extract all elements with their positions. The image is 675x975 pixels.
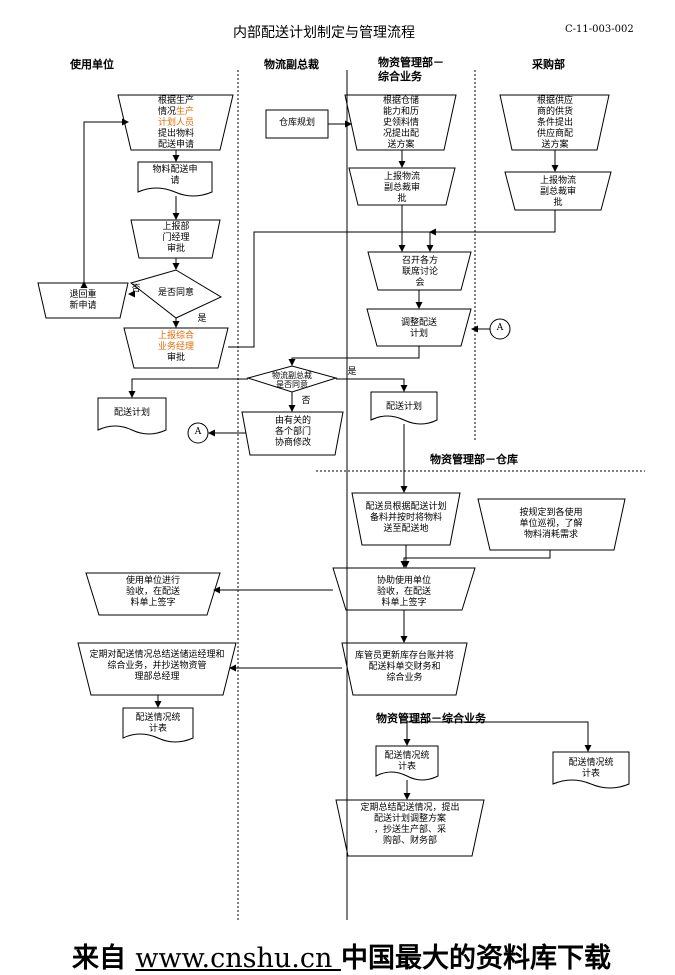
shape-n1 bbox=[117, 94, 234, 151]
edge-label-yes-2: 是 bbox=[347, 367, 357, 377]
edge-n6-n12 bbox=[228, 231, 434, 348]
shape-n17 bbox=[370, 391, 438, 425]
node-n1-text-a: 根据生产 情况 bbox=[157, 96, 194, 117]
shape-n7 bbox=[265, 109, 329, 139]
node-n27: 定期总结配送情况，提出 配送计划调整方案 ，抄送生产部、采 购部、财务部 bbox=[360, 803, 460, 846]
node-n25: 配送情况统 计表 bbox=[384, 751, 430, 772]
shape-n2 bbox=[137, 161, 213, 197]
shape-n8 bbox=[344, 94, 457, 151]
node-n16: 由有关的 各个部门 协商修改 bbox=[274, 416, 311, 448]
connector-a-right-label: A bbox=[496, 323, 504, 333]
shape-n4-diamond bbox=[129, 269, 223, 319]
edge-n5-n1 bbox=[83, 118, 129, 283]
node-n1-text-b: 生产 计划人员 bbox=[157, 107, 195, 128]
node-n6-text-b: 审批 bbox=[166, 353, 185, 363]
shape-n13 bbox=[366, 308, 472, 347]
node-n6: 上报综合 业务经理 审批 bbox=[134, 331, 218, 364]
shape-n10 bbox=[499, 94, 610, 151]
node-n26: 配送情况统 计表 bbox=[568, 758, 614, 779]
shape-n6 bbox=[123, 327, 229, 369]
shape-n18 bbox=[351, 492, 461, 546]
footer-suffix: 中国最大的资料库下载 bbox=[340, 943, 611, 974]
node-n20: 使用单位进行 验收，在配送 料单上签字 bbox=[125, 576, 180, 608]
shape-n26 bbox=[552, 751, 630, 789]
node-n10: 根据供应 商的供货 条件提出 供应商配 送方案 bbox=[536, 96, 573, 150]
node-n15: 配送计划 bbox=[113, 408, 150, 418]
node-n2: 物料配送申 请 bbox=[152, 165, 198, 186]
node-n11: 上报物流 副总裁审 批 bbox=[539, 176, 576, 208]
shape-n9 bbox=[348, 167, 456, 206]
shape-n16 bbox=[241, 411, 344, 456]
node-n22: 定期对配送情况总结送储运经理和 综合业务，并抄送物资管 理部总经理 bbox=[89, 650, 225, 682]
shape-n21 bbox=[332, 567, 476, 611]
node-n18: 配送员根据配送计划 备料并按时将物料 送至配送地 bbox=[365, 502, 447, 534]
shape-n19 bbox=[477, 498, 626, 551]
connector-a-left-label: A bbox=[194, 427, 202, 437]
shape-n22 bbox=[77, 642, 237, 696]
edge-label-no-2: 否 bbox=[301, 396, 311, 406]
node-n5: 退回重 新申请 bbox=[69, 290, 97, 311]
edge-label-no-1: 否 bbox=[131, 284, 141, 294]
shape-n14-diamond bbox=[246, 365, 338, 393]
edge-label-yes-1: 是 bbox=[197, 314, 207, 324]
shape-n11 bbox=[504, 171, 612, 211]
node-n12: 召开各方 联席讨论 会 bbox=[401, 256, 438, 288]
footer-banner: 来自 www.cnshu.cn 中国最大的资料库下载 bbox=[72, 936, 611, 975]
page-title: 内部配送计划制定与管理流程 bbox=[233, 25, 415, 41]
edge-section-n26 bbox=[407, 721, 592, 752]
node-n14: 物流副总裁 是否同意 bbox=[272, 371, 312, 389]
edge-n19-n21 bbox=[400, 550, 551, 568]
footer-prefix: 来自 bbox=[72, 943, 136, 974]
edge-n13-n14 bbox=[288, 346, 420, 366]
node-n8: 根据仓储 能力和历 史领料情 况提出配 送方案 bbox=[382, 96, 419, 150]
shape-n25 bbox=[375, 745, 439, 781]
node-n6-text-a: 上报综合 业务经理 bbox=[157, 331, 194, 352]
node-n4: 是否同意 bbox=[157, 288, 194, 298]
shape-n27 bbox=[335, 799, 485, 857]
document-code: C-11-003-002 bbox=[565, 24, 634, 35]
lane-header-material-general: 物资管理部－ 综合业务 bbox=[378, 56, 444, 83]
node-n1-text-c: 提出物料 配送申请 bbox=[157, 129, 194, 150]
node-n17: 配送计划 bbox=[385, 402, 422, 412]
shape-n5 bbox=[37, 282, 129, 319]
lane-header-warehouse: 物资管理部－仓库 bbox=[430, 453, 518, 466]
edge-n14-n15 bbox=[128, 378, 248, 398]
node-n19: 按规定到各使用 单位巡视，了解 物料消耗需求 bbox=[519, 508, 583, 540]
shape-n15 bbox=[97, 397, 167, 435]
node-n24: 配送情况统 计表 bbox=[135, 713, 181, 734]
shape-n23 bbox=[341, 642, 468, 696]
shape-n12 bbox=[367, 251, 472, 291]
node-n13: 调整配送 计划 bbox=[400, 318, 437, 339]
node-n3: 上报部 门经理 审批 bbox=[162, 222, 190, 254]
footer-url-link[interactable]: www.cnshu.cn bbox=[135, 943, 341, 974]
edge-n14-n17 bbox=[336, 378, 408, 392]
node-n23: 库管员更新库存台账并将 配送料单交财务和 综合业务 bbox=[354, 651, 454, 683]
node-n7: 仓库规划 bbox=[278, 118, 315, 128]
shape-n20 bbox=[85, 572, 221, 616]
node-n1: 根据生产 情况生产 计划人员 提出物料 配送申请 bbox=[128, 96, 224, 151]
lane-header-usage: 使用单位 bbox=[70, 58, 114, 71]
node-n21: 协助使用单位 验收，在配送 料单上签字 bbox=[376, 576, 431, 608]
shape-n24 bbox=[122, 707, 194, 743]
node-n9: 上报物流 副总裁审 批 bbox=[383, 172, 420, 204]
lane-header-vp: 物流副总裁 bbox=[264, 58, 319, 71]
shape-n3 bbox=[130, 219, 221, 259]
edge-n11-n12 bbox=[429, 210, 556, 236]
lane-header-purchasing: 采购部 bbox=[532, 58, 565, 71]
